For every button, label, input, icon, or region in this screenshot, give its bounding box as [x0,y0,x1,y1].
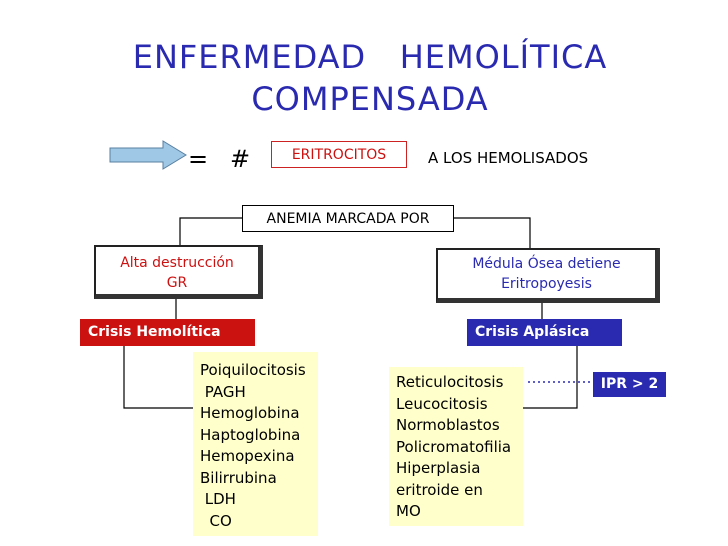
connector-right-list [523,346,578,409]
list-item: Policromatofilia [396,437,512,456]
connector-left-list [123,346,193,409]
medula-osea-line1: Médula Ósea detiene [472,256,621,272]
equals-symbol: = [188,145,209,173]
connector-right-top [454,217,531,248]
alta-destruccion-line1: Alta destrucción [120,255,234,271]
ipr-badge: IPR > 2 [593,372,666,397]
list-item: Poiquilocitosis [200,361,306,379]
list-item: LDH [200,490,236,508]
list-item: Hemoglobina [200,404,300,422]
hemolisados-label: A LOS HEMOLISADOS [428,149,589,167]
hash-symbol: # [230,145,251,173]
alta-destruccion-line2: GR [166,275,188,291]
aplasica-findings-list: Reticulocitosis Leucocitosis Normoblasto… [389,367,523,526]
arrow-right-icon [109,140,187,170]
list-item: CO [200,511,232,530]
eritrocitos-box: ERITROCITOS [271,141,407,168]
list-item: eritroide en [396,480,483,499]
medula-osea-box: Médula Ósea detiene Eritropoyesis [436,248,660,303]
list-item: PAGH [200,382,246,401]
connector-left-top [179,217,242,245]
list-item: Reticulocitosis [396,373,504,391]
crisis-aplasica-label: Crisis Aplásica [467,319,622,346]
medula-osea-line2: Eritropoyesis [501,276,592,292]
page-title: ENFERMEDAD HEMOLÍTICA COMPENSADA [132,38,608,118]
hemolitica-findings-list: Poiquilocitosis PAGH Hemoglobina Haptogl… [193,352,318,536]
list-item: Normoblastos [396,416,500,434]
list-item: Hemopexina [200,447,295,465]
list-item: Hiperplasia [396,459,481,477]
anemia-box: ANEMIA MARCADA POR [242,205,454,232]
list-item: Bilirrubina [200,468,277,487]
crisis-hemolitica-label: Crisis Hemolítica [80,319,255,346]
list-item: Haptoglobina [200,425,301,444]
list-item: MO [396,502,421,520]
list-item: Leucocitosis [396,394,488,413]
alta-destruccion-box: Alta destrucción GR [94,245,263,299]
